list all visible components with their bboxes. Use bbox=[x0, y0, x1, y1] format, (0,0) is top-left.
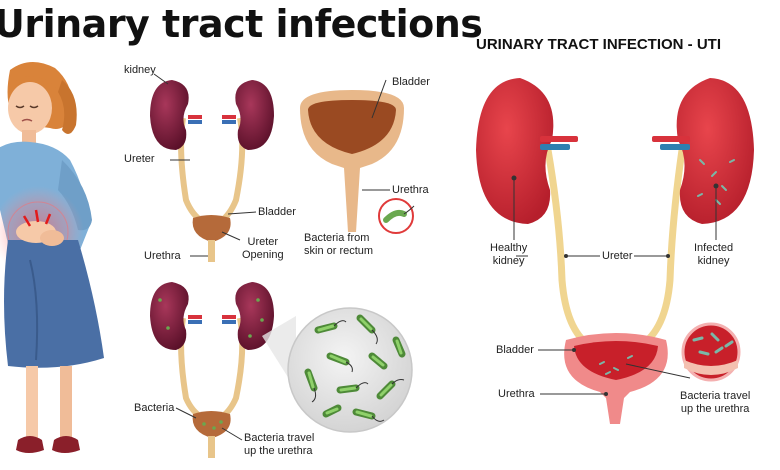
label-ureter: Ureter bbox=[124, 153, 155, 165]
label-bacteria-travel-right-line-1: Bacteria travel bbox=[680, 390, 751, 402]
label-bacteria-travel-left: Bacteria travel up the urethra bbox=[244, 432, 314, 458]
label-bacteria-travel-right: Bacteria travel up the urethra bbox=[680, 390, 750, 416]
label-bladder-right: Bladder bbox=[496, 344, 534, 356]
page-title: Urinary tract infections bbox=[0, 2, 483, 46]
urinary-system-diagram-2 bbox=[150, 282, 413, 458]
label-bacteria-travel-left-line-1: Bacteria travel bbox=[244, 432, 315, 444]
label-healthy-kidney-line-1: Healthy bbox=[490, 242, 528, 254]
label-bacteria-travel-right-line-2: up the urethra bbox=[680, 403, 750, 415]
label-bladder: Bladder bbox=[258, 206, 296, 218]
label-ureter-opening-line-2: Opening bbox=[242, 249, 284, 261]
label-urethra-closeup: Urethra bbox=[392, 184, 429, 196]
label-kidney: kidney bbox=[124, 64, 156, 76]
bacteria-closeup bbox=[304, 314, 406, 422]
bladder-closeup bbox=[300, 79, 415, 234]
label-bacteria-source: Bacteria from skin or rectum bbox=[304, 232, 373, 258]
label-urethra-right: Urethra bbox=[498, 388, 535, 400]
urinary-system-diagram-1 bbox=[150, 73, 274, 262]
label-bladder-closeup: Bladder bbox=[392, 76, 430, 88]
label-ureter-opening: Ureter Opening bbox=[242, 236, 284, 262]
woman-figure bbox=[0, 61, 104, 453]
label-urethra: Urethra bbox=[144, 250, 181, 262]
label-infected-kidney-line-1: Infected bbox=[694, 242, 734, 254]
label-infected-kidney: Infected kidney bbox=[694, 242, 733, 268]
uti-diagram bbox=[476, 78, 754, 424]
label-bacteria-source-line-1: Bacteria from bbox=[304, 232, 370, 244]
uti-diagram-title: URINARY TRACT INFECTION - UTI bbox=[476, 36, 721, 53]
label-ureter-right: Ureter bbox=[602, 250, 633, 262]
label-healthy-kidney-line-2: kidney bbox=[492, 255, 525, 267]
label-infected-kidney-line-2: kidney bbox=[697, 255, 730, 267]
label-ureter-opening-line-1: Ureter bbox=[247, 236, 279, 248]
label-bacteria-travel-left-line-2: up the urethra bbox=[244, 445, 313, 457]
label-bacteria: Bacteria bbox=[134, 402, 175, 414]
label-healthy-kidney: Healthy kidney bbox=[490, 242, 527, 268]
label-bacteria-source-line-2: skin or rectum bbox=[304, 245, 374, 257]
